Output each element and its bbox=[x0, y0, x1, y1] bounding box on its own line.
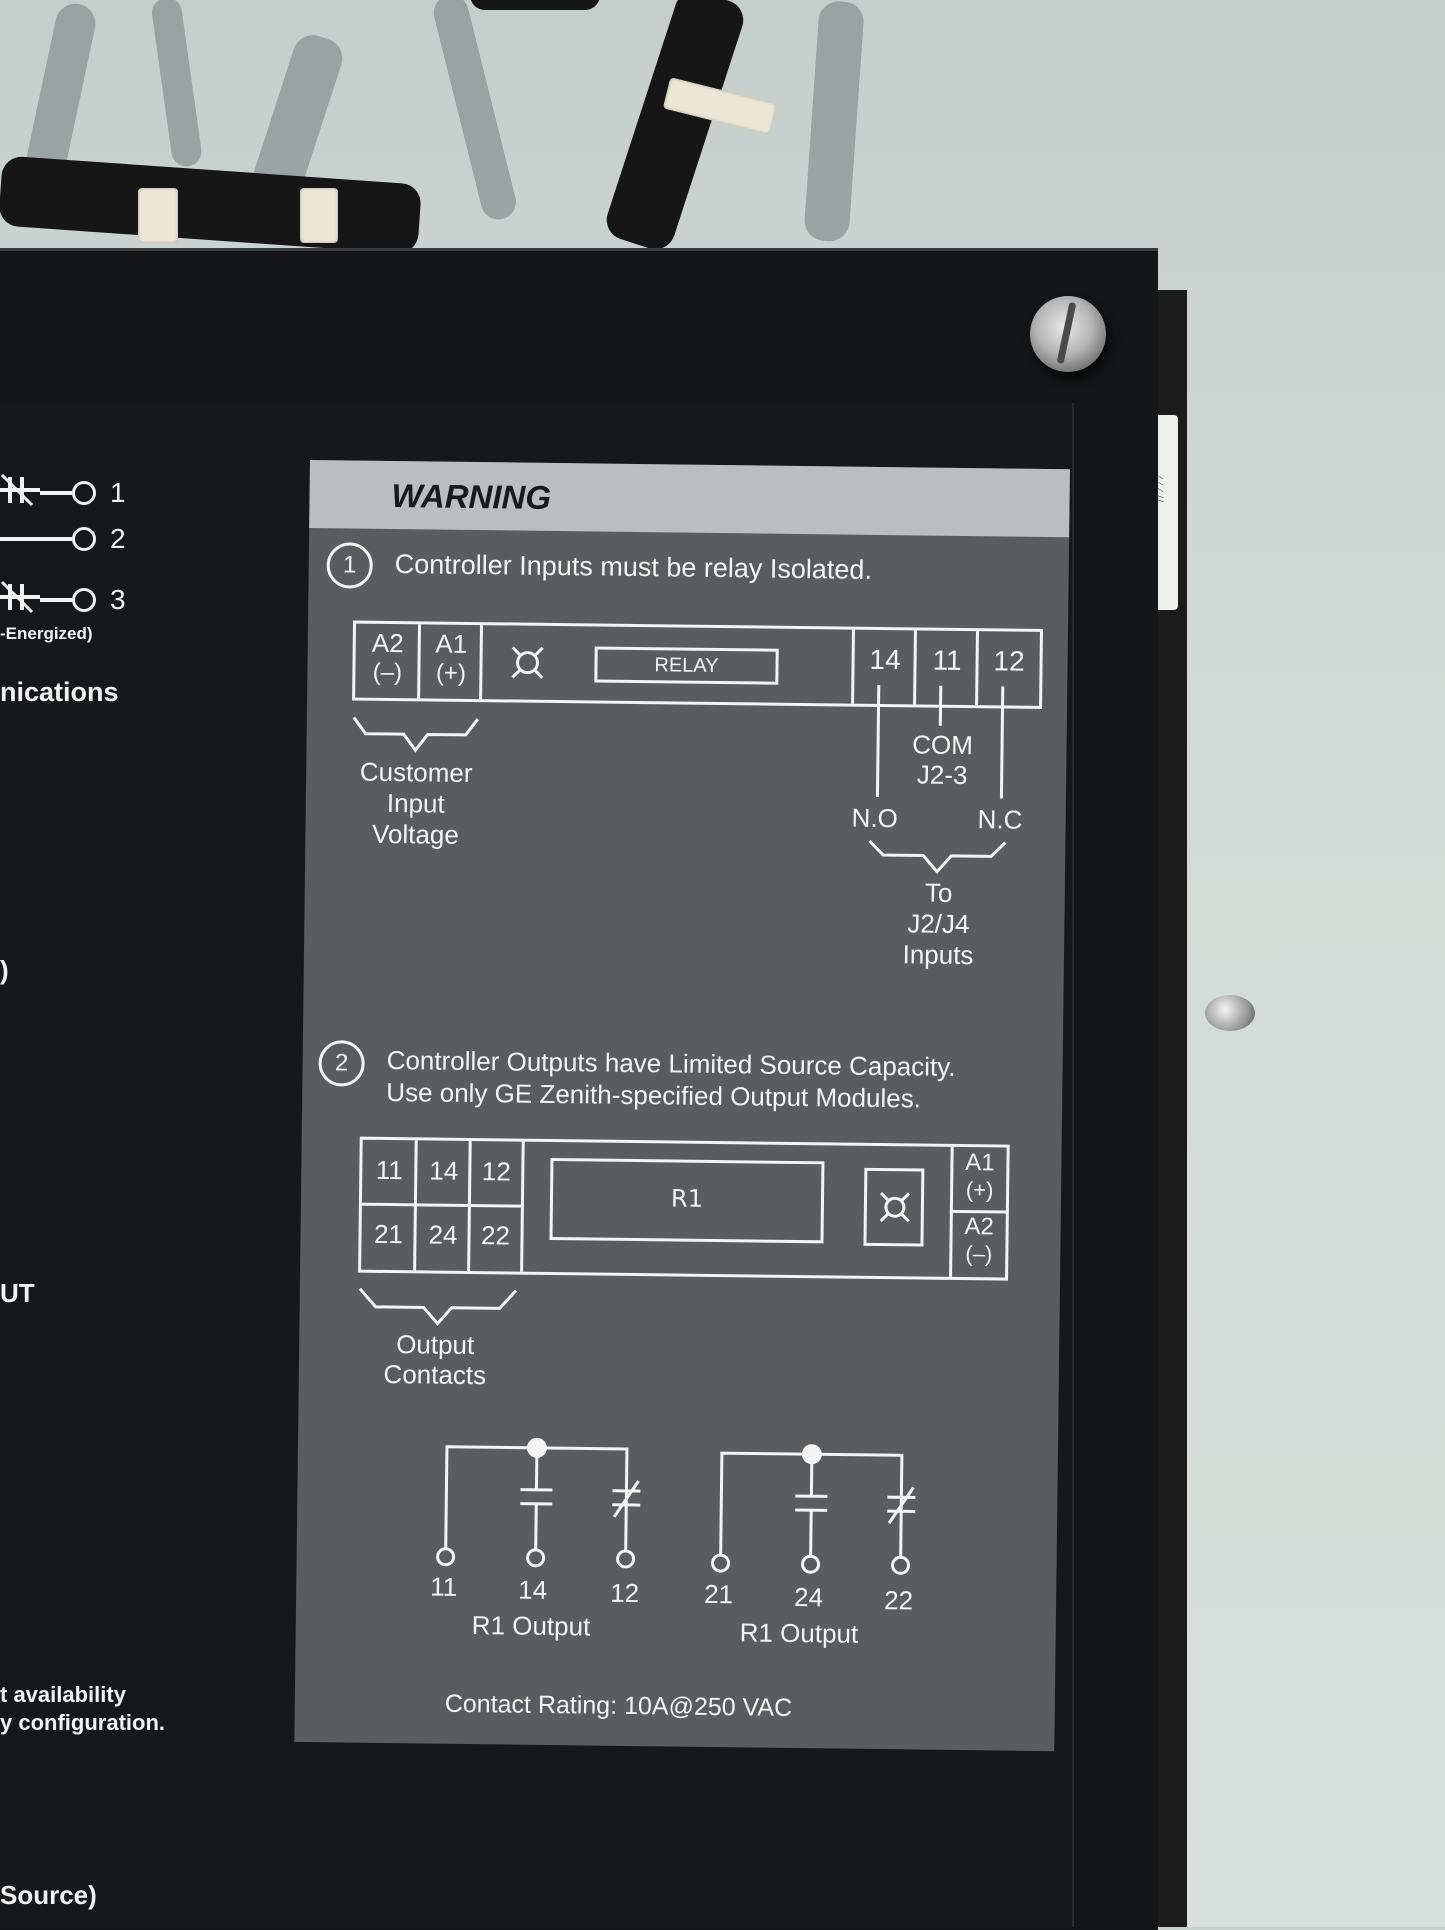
brace-output-contacts bbox=[357, 1287, 517, 1329]
schematic2-terminal-21: 21 bbox=[704, 1579, 733, 1610]
com-label: COM J2-3 bbox=[902, 729, 983, 790]
output-contact-21: 21 bbox=[361, 1204, 416, 1271]
schematic1-terminal-11: 11 bbox=[430, 1572, 457, 1603]
output-contacts-label: Output Contacts bbox=[365, 1329, 506, 1391]
left-fragment-ut: UT bbox=[0, 1278, 35, 1309]
no-label: N.O bbox=[851, 803, 898, 835]
brace-customer-input bbox=[351, 716, 481, 758]
relay-terminal-a1: A1 (+) bbox=[417, 624, 482, 699]
contact-terminal-14: 14 bbox=[851, 630, 916, 705]
r1-module-box: R1 bbox=[549, 1158, 824, 1243]
terminal-circle-icon bbox=[72, 481, 96, 505]
warning-header: WARNING bbox=[309, 460, 1070, 537]
relay-terminal-a2: A2 (–) bbox=[355, 624, 420, 699]
left-fragment-configuration: y configuration. bbox=[0, 1710, 165, 1736]
left-fragment-communications: nications bbox=[0, 677, 119, 708]
contact-terminal-12: 12 bbox=[975, 631, 1040, 706]
cable-bundle bbox=[470, 0, 600, 10]
output-contact-12: 12 bbox=[468, 1141, 525, 1208]
r1-output-schematic-1 bbox=[441, 1437, 643, 1579]
nc-contact-symbol-1 bbox=[0, 475, 40, 505]
terminal-circle-icon bbox=[72, 527, 96, 551]
relay-label-box: RELAY bbox=[594, 646, 778, 684]
left-fragment-availability: t availability bbox=[0, 1682, 126, 1708]
schematic1-terminal-14: 14 bbox=[518, 1575, 547, 1606]
left-terminal-3: 3 bbox=[40, 584, 126, 616]
coil-indicator-icon bbox=[879, 1191, 911, 1223]
output-module-diagram: 11 14 12 21 24 22 R1 A1 (+) A2 (–) bbox=[358, 1137, 1010, 1281]
nc-contact-symbol-3 bbox=[0, 582, 40, 612]
warning-label: WARNING 1 Controller Inputs must be rela… bbox=[294, 460, 1070, 1751]
schematic1-label: R1 Output bbox=[472, 1610, 591, 1642]
section1-text: Controller Inputs must be relay Isolated… bbox=[395, 549, 873, 586]
side-screw bbox=[1205, 995, 1255, 1031]
r1-coil-indicator-box bbox=[863, 1168, 924, 1247]
brace-to-inputs bbox=[867, 839, 1007, 877]
warning-title: WARNING bbox=[391, 477, 551, 517]
output-contact-24: 24 bbox=[413, 1204, 470, 1271]
relay-body: RELAY bbox=[479, 625, 854, 704]
schematic2-label: R1 Output bbox=[740, 1617, 859, 1649]
terminal-circle-icon bbox=[72, 588, 96, 612]
customer-input-voltage-label: Customer Input Voltage bbox=[345, 756, 486, 851]
output-contact-22: 22 bbox=[467, 1205, 524, 1272]
lead-nc bbox=[1000, 686, 1004, 798]
to-j2-j4-inputs-label: To J2/J4 Inputs bbox=[890, 877, 987, 971]
section-number-1: 1 bbox=[326, 542, 373, 589]
slotted-screw bbox=[1030, 296, 1106, 372]
schematic2-terminal-24: 24 bbox=[794, 1582, 823, 1613]
zip-tie bbox=[138, 188, 178, 243]
coil-terminal-a1: A1 (+) bbox=[950, 1147, 1007, 1214]
section-number-2: 2 bbox=[318, 1040, 365, 1087]
output-contact-14: 14 bbox=[414, 1140, 471, 1207]
left-fragment-paren: ) bbox=[0, 955, 9, 986]
contact-rating: Contact Rating: 10A@250 VAC bbox=[445, 1690, 793, 1723]
contact-terminal-11: 11 bbox=[913, 630, 978, 705]
left-terminal-2: 2 bbox=[0, 523, 126, 555]
left-fragment-source: Source) bbox=[0, 1880, 97, 1911]
lead-com bbox=[939, 686, 942, 726]
zip-tie bbox=[300, 188, 338, 243]
coil-indicator-icon bbox=[510, 645, 544, 679]
section2-text-line2: Use only GE Zenith-specified Output Modu… bbox=[386, 1077, 921, 1115]
coil-terminal-a2: A2 (–) bbox=[949, 1211, 1006, 1278]
output-contact-11: 11 bbox=[362, 1140, 417, 1207]
left-terminal-1: 1 bbox=[40, 477, 126, 509]
r1-output-schematic-2 bbox=[716, 1443, 918, 1585]
schematic1-terminal-12: 12 bbox=[610, 1578, 639, 1609]
nc-label: N.C bbox=[977, 804, 1022, 836]
left-fragment-energized: -Energized) bbox=[0, 624, 93, 644]
schematic2-terminal-22: 22 bbox=[884, 1585, 913, 1616]
lead-no bbox=[876, 685, 880, 797]
